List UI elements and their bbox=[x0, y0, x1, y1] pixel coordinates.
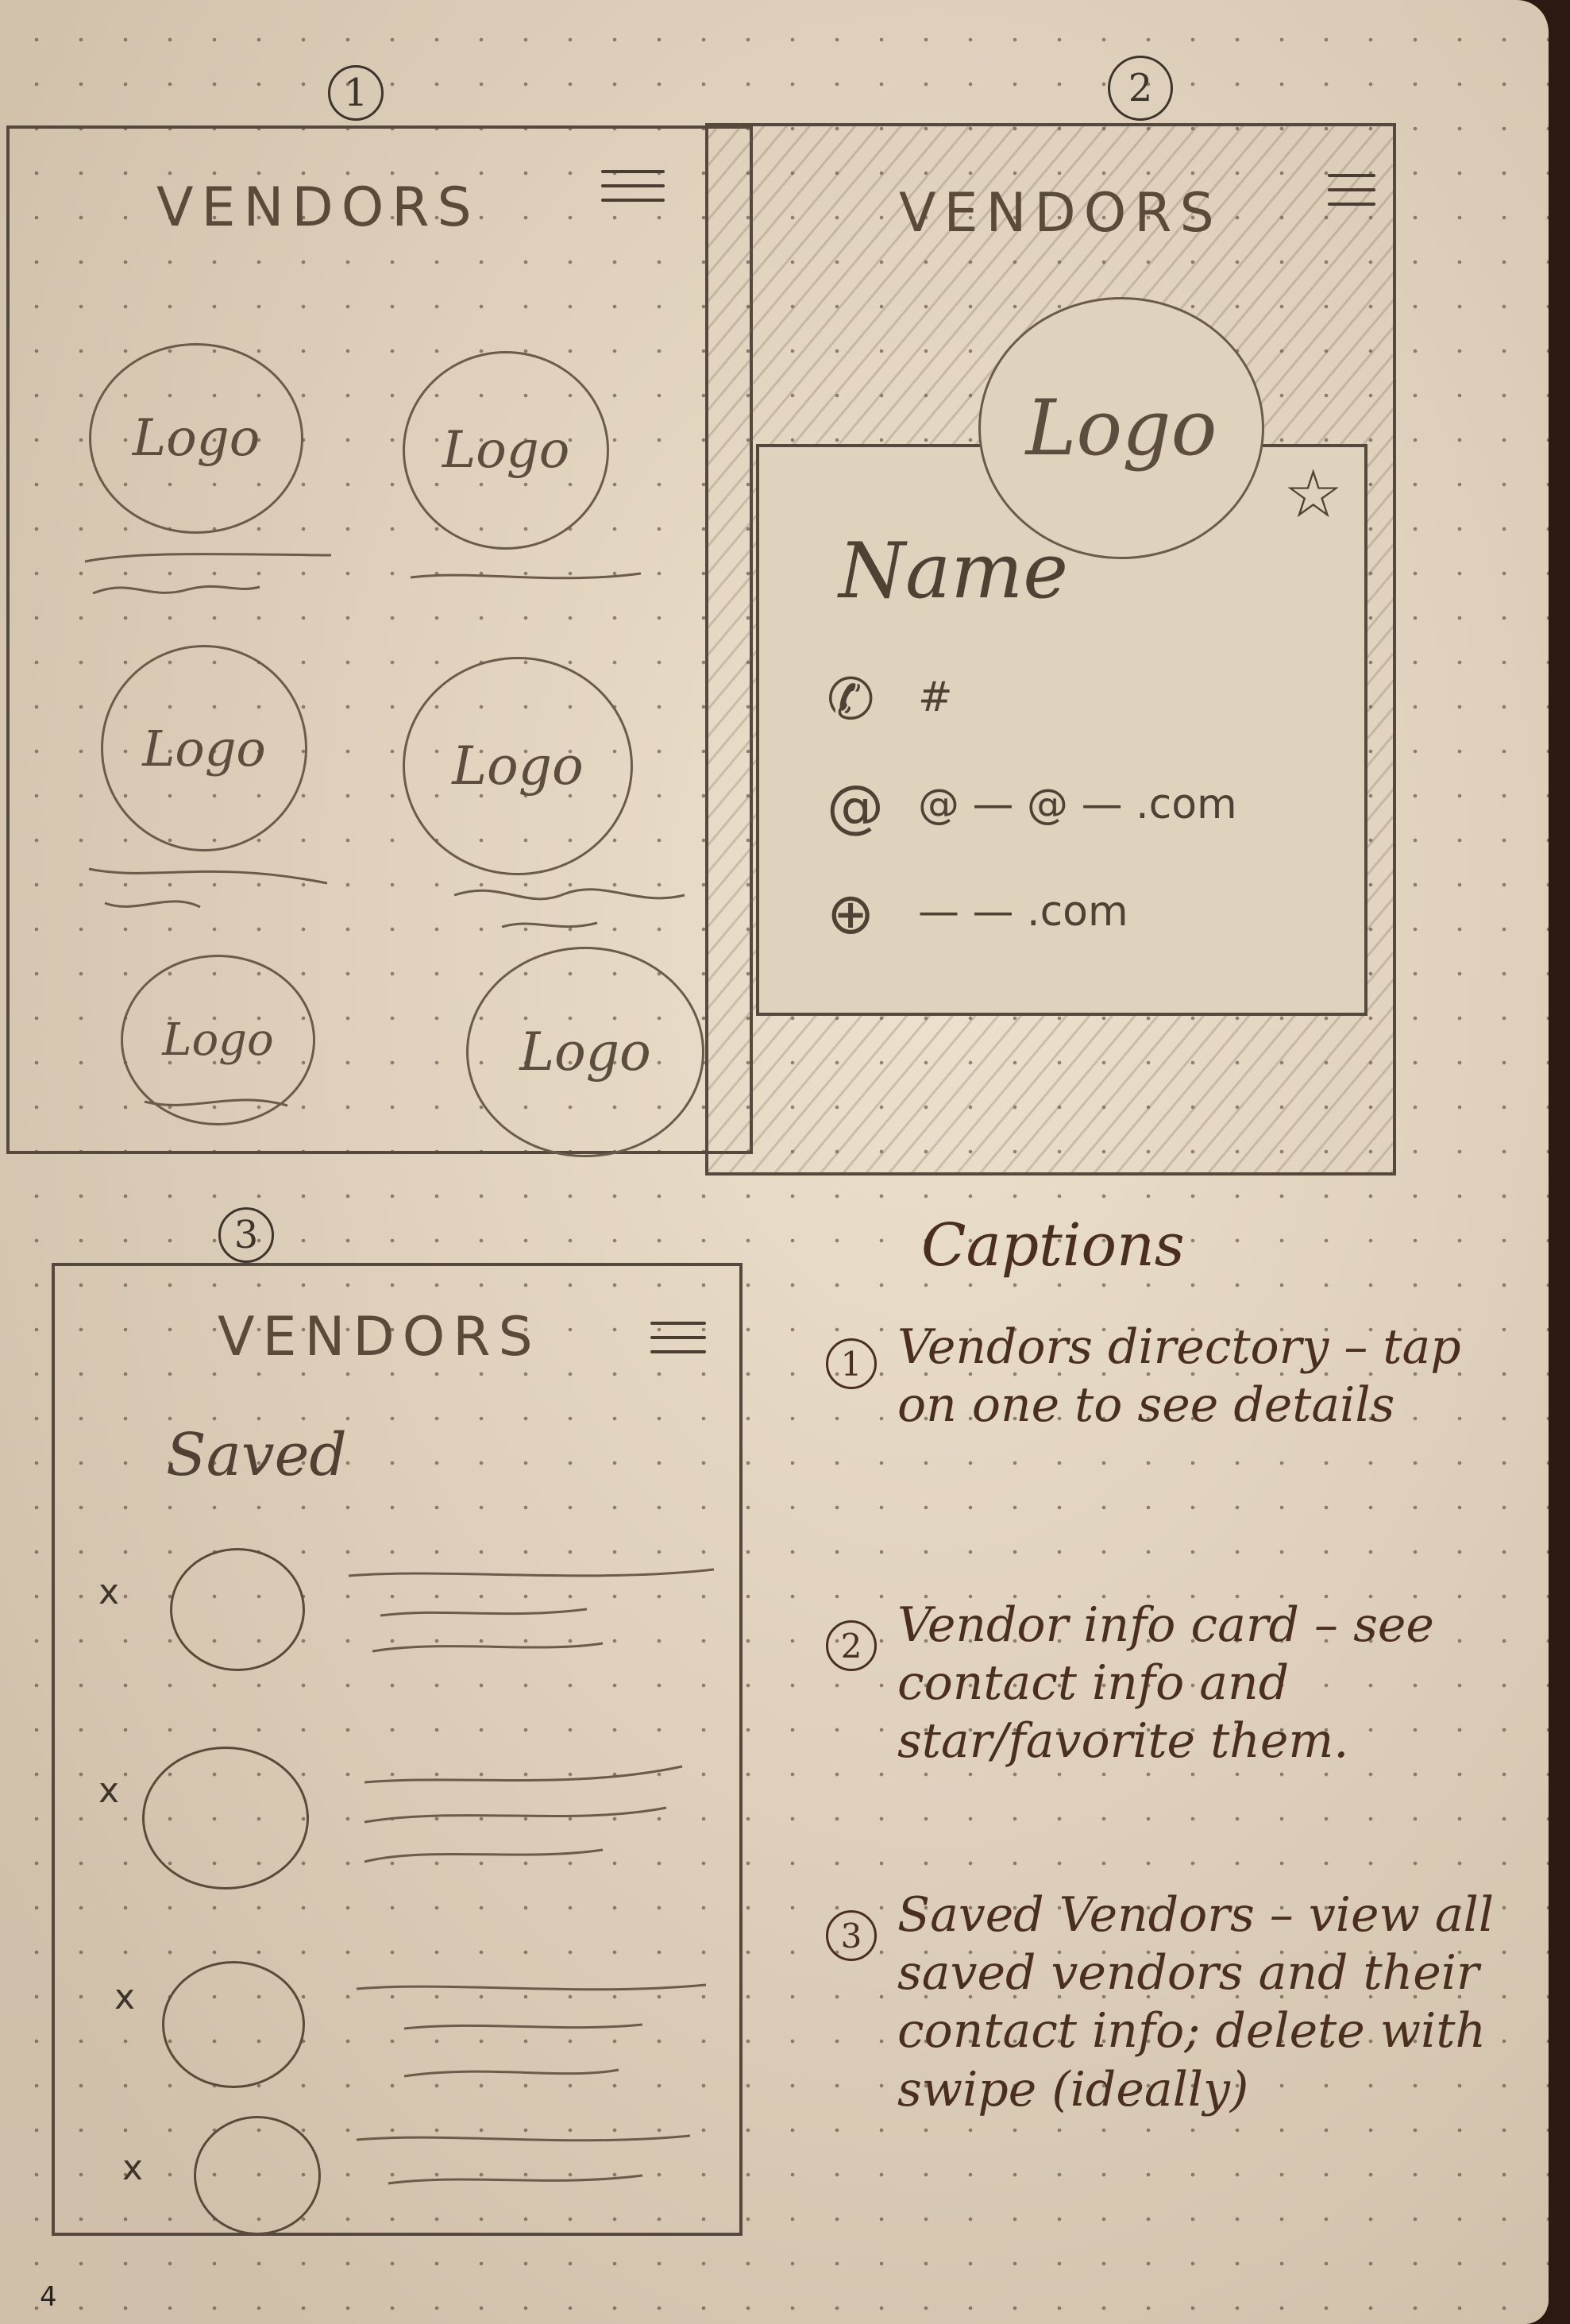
vendor-name-placeholder bbox=[453, 888, 685, 928]
vendor-avatar bbox=[162, 1961, 305, 2088]
captions-heading: Captions bbox=[921, 1211, 1185, 1280]
page-number: 4 bbox=[40, 2281, 57, 2313]
star-favorite-icon[interactable]: ☆ bbox=[1283, 455, 1344, 533]
caption-2-number: 2 bbox=[826, 1620, 877, 1671]
vendor-website[interactable]: — — .com bbox=[918, 888, 1128, 936]
caption-3-number: 3 bbox=[826, 1910, 877, 1961]
vendor-details-placeholder bbox=[364, 1765, 683, 1863]
vendor-avatar bbox=[170, 1548, 305, 1671]
saved-section-heading: Saved bbox=[166, 1421, 347, 1489]
caption-2-text: Vendor info card – see contact info and … bbox=[897, 1597, 1434, 1770]
panel-2-number: 2 bbox=[1108, 56, 1173, 121]
phone-icon: ✆ bbox=[827, 666, 875, 732]
panel-1-frame: VENDORS Logo Logo Logo Logo Logo Logo bbox=[6, 125, 753, 1157]
email-icon: @ bbox=[827, 773, 884, 840]
vendor-logo[interactable]: Logo bbox=[466, 947, 704, 1157]
vendor-logo[interactable]: Logo bbox=[403, 657, 633, 875]
vendor-avatar bbox=[194, 2116, 321, 2235]
hamburger-menu-icon[interactable] bbox=[650, 1322, 706, 1361]
vendor-logo[interactable]: Logo bbox=[89, 343, 303, 534]
panel-3-number: 3 bbox=[218, 1207, 274, 1263]
vendor-email[interactable]: @ — @ — .com bbox=[918, 781, 1237, 828]
vendor-name-placeholder bbox=[88, 867, 328, 909]
vendor-name-placeholder bbox=[410, 572, 642, 580]
remove-icon[interactable]: x bbox=[98, 1770, 120, 1811]
vendor-logo[interactable]: Logo bbox=[101, 645, 307, 851]
vendor-name-placeholder bbox=[84, 552, 332, 595]
vendor-name: Name bbox=[839, 527, 1069, 616]
globe-icon: ⊕ bbox=[827, 880, 875, 947]
panel-2-title: VENDORS bbox=[899, 182, 1222, 245]
panel-3-title: VENDORS bbox=[218, 1306, 541, 1369]
vendor-details-placeholder bbox=[348, 1568, 715, 1653]
remove-icon[interactable]: x bbox=[122, 2148, 144, 2188]
vendor-logo[interactable]: Logo bbox=[121, 955, 315, 1125]
vendor-logo: Logo bbox=[978, 297, 1264, 559]
caption-1-text: Vendors directory – tap on one to see de… bbox=[897, 1319, 1461, 1434]
vendor-name-placeholder bbox=[144, 1098, 288, 1107]
panel-3-frame: VENDORS Saved x x x bbox=[52, 1263, 743, 2236]
panel-1-title: VENDORS bbox=[156, 176, 480, 239]
panel-2-frame: VENDORS Name ✆ # @ @ — @ — .com ⊕ — — .c… bbox=[705, 123, 1396, 1176]
hamburger-menu-icon[interactable] bbox=[1328, 174, 1375, 214]
vendor-logo[interactable]: Logo bbox=[403, 351, 609, 550]
vendor-details-placeholder bbox=[356, 1983, 707, 2078]
vendor-phone[interactable]: # bbox=[918, 674, 953, 721]
caption-1-number: 1 bbox=[826, 1338, 877, 1389]
caption-3-text: Saved Vendors – view all saved vendors a… bbox=[897, 1887, 1495, 2117]
vendor-avatar bbox=[142, 1747, 309, 1890]
remove-icon[interactable]: x bbox=[114, 1977, 136, 2017]
vendor-details-placeholder bbox=[356, 2134, 691, 2185]
hamburger-menu-icon[interactable] bbox=[601, 170, 665, 210]
remove-icon[interactable]: x bbox=[98, 1572, 120, 1612]
panel-1-number: 1 bbox=[328, 65, 384, 121]
